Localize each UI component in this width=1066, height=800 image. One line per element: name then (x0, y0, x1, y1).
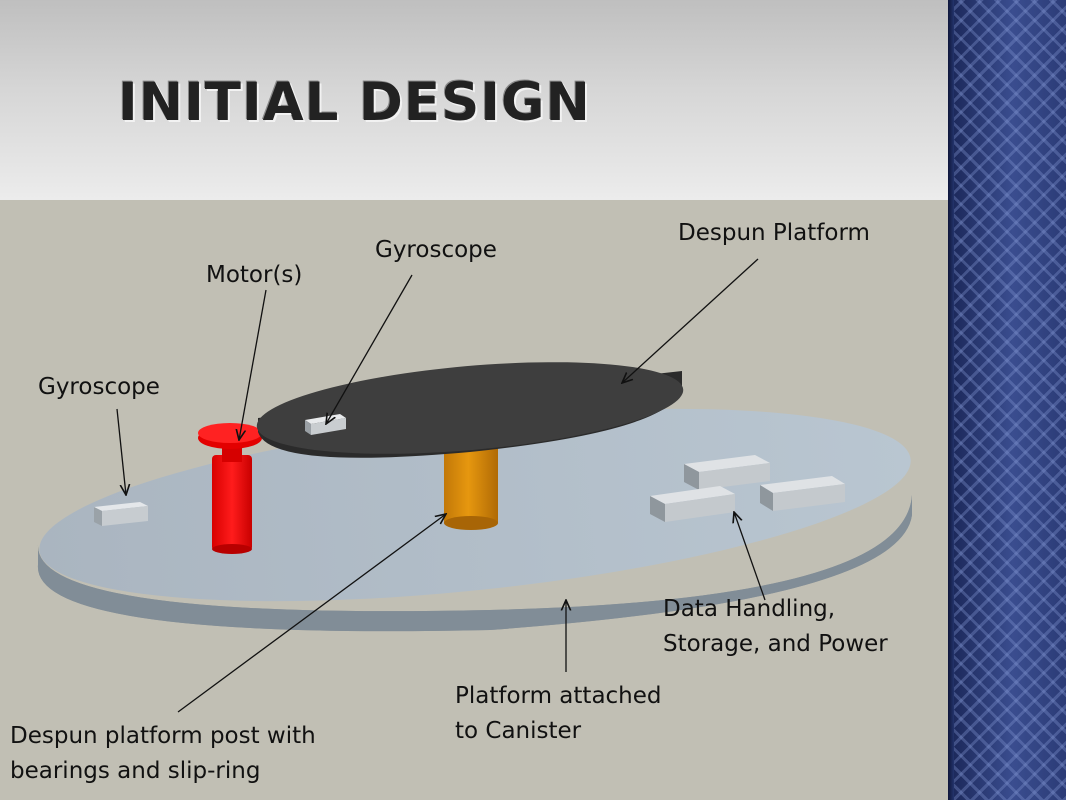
arrow-despun-platform (622, 258, 759, 383)
design-diagram (37, 258, 912, 713)
label-despun-platform: Despun Platform (678, 220, 870, 246)
arrow-motor (239, 289, 267, 440)
title-band (0, 0, 948, 200)
label-data-handling: Data Handling, Storage, and Power (663, 592, 888, 662)
arrow-gyroscope-left (116, 408, 126, 495)
data-handling-box-3 (650, 486, 735, 522)
arrow-post (177, 514, 446, 713)
data-handling-box-2 (760, 476, 845, 511)
arrow-data-handling (734, 512, 766, 601)
arrow-gyroscope-top (326, 274, 413, 424)
label-gyroscope-left: Gyroscope (38, 374, 160, 400)
label-data-handling-line2: Storage, and Power (663, 631, 888, 657)
despun-platform (256, 362, 684, 458)
label-post-line1: Despun platform post with (10, 723, 316, 749)
gyroscope-box-left (94, 502, 148, 526)
label-data-handling-line1: Data Handling, (663, 596, 836, 622)
data-handling-box-1 (684, 455, 770, 490)
label-platform-attached-line2: to Canister (455, 718, 582, 744)
label-gyroscope-top: Gyroscope (375, 237, 497, 263)
decorative-side-panel (948, 0, 1066, 800)
slide-title: INITIAL DESIGN (118, 72, 591, 133)
label-post: Despun platform post with bearings and s… (10, 719, 316, 789)
label-platform-attached-line1: Platform attached (455, 683, 662, 709)
slide-canvas: INITIAL DESIGN (0, 0, 948, 800)
label-motor: Motor(s) (206, 262, 303, 288)
label-post-line2: bearings and slip-ring (10, 758, 261, 784)
side-panel-edge (948, 0, 954, 800)
label-platform-attached: Platform attached to Canister (455, 679, 662, 749)
